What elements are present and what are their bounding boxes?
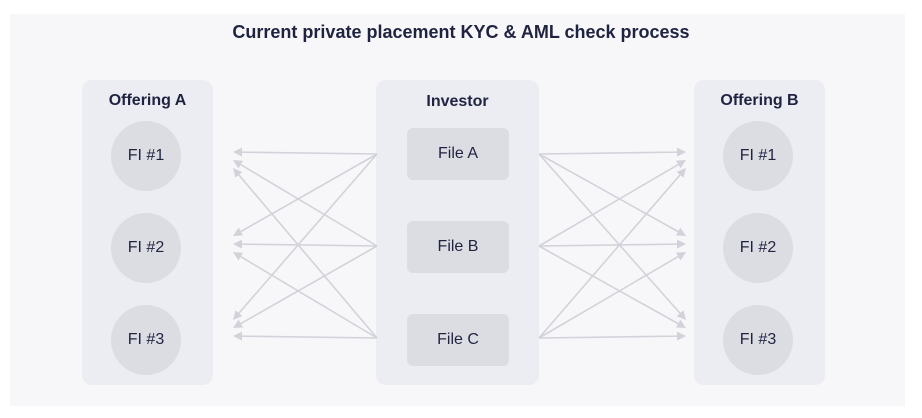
arrow-file-3-to-offering-b-fi-1 — [538, 168, 686, 339]
arrow-file-3-to-offering-a-fi-2 — [233, 252, 378, 339]
investor-file-a: File A — [407, 128, 509, 180]
offering-a-fi-2: FI #2 — [111, 213, 181, 283]
arrow-file-2-to-offering-b-fi-3 — [538, 245, 686, 328]
arrow-file-2-to-offering-b-fi-1 — [538, 160, 686, 247]
arrow-file-3-to-offering-b-fi-2 — [538, 252, 686, 339]
arrow-file-2-to-offering-b-fi-2 — [538, 239, 686, 249]
arrow-file-2-to-offering-a-fi-2 — [233, 239, 378, 249]
offering-b-fi-2: FI #2 — [723, 213, 793, 283]
arrow-file-2-to-offering-a-fi-3 — [233, 245, 378, 328]
arrow-file-1-to-offering-a-fi-2 — [233, 153, 378, 236]
diagram-title: Current private placement KYC & AML chec… — [232, 22, 690, 42]
arrow-file-1-to-offering-a-fi-3 — [233, 153, 378, 320]
investor-file-c: File C — [407, 314, 509, 366]
arrow-file-1-to-offering-b-fi-2 — [538, 153, 686, 236]
arrow-file-3-to-offering-a-fi-3 — [233, 331, 378, 341]
offering-a-fi-3: FI #3 — [111, 305, 181, 375]
arrow-file-1-to-offering-a-fi-1 — [233, 147, 378, 157]
arrow-file-1-to-offering-b-fi-1 — [538, 147, 686, 157]
investor-label: Investor — [426, 93, 489, 110]
offering-a-fi-1: FI #1 — [111, 121, 181, 191]
offering-b-fi-3: FI #3 — [723, 305, 793, 375]
arrow-file-2-to-offering-a-fi-1 — [233, 160, 378, 247]
arrow-file-1-to-offering-b-fi-3 — [538, 153, 686, 320]
offering-a-label: Offering A — [108, 92, 187, 109]
offering-b-label: Offering B — [720, 92, 799, 109]
offering-b-fi-1: FI #1 — [723, 121, 793, 191]
investor-file-b: File B — [407, 221, 509, 273]
arrow-file-3-to-offering-a-fi-1 — [233, 168, 378, 339]
arrow-file-3-to-offering-b-fi-3 — [538, 331, 686, 341]
